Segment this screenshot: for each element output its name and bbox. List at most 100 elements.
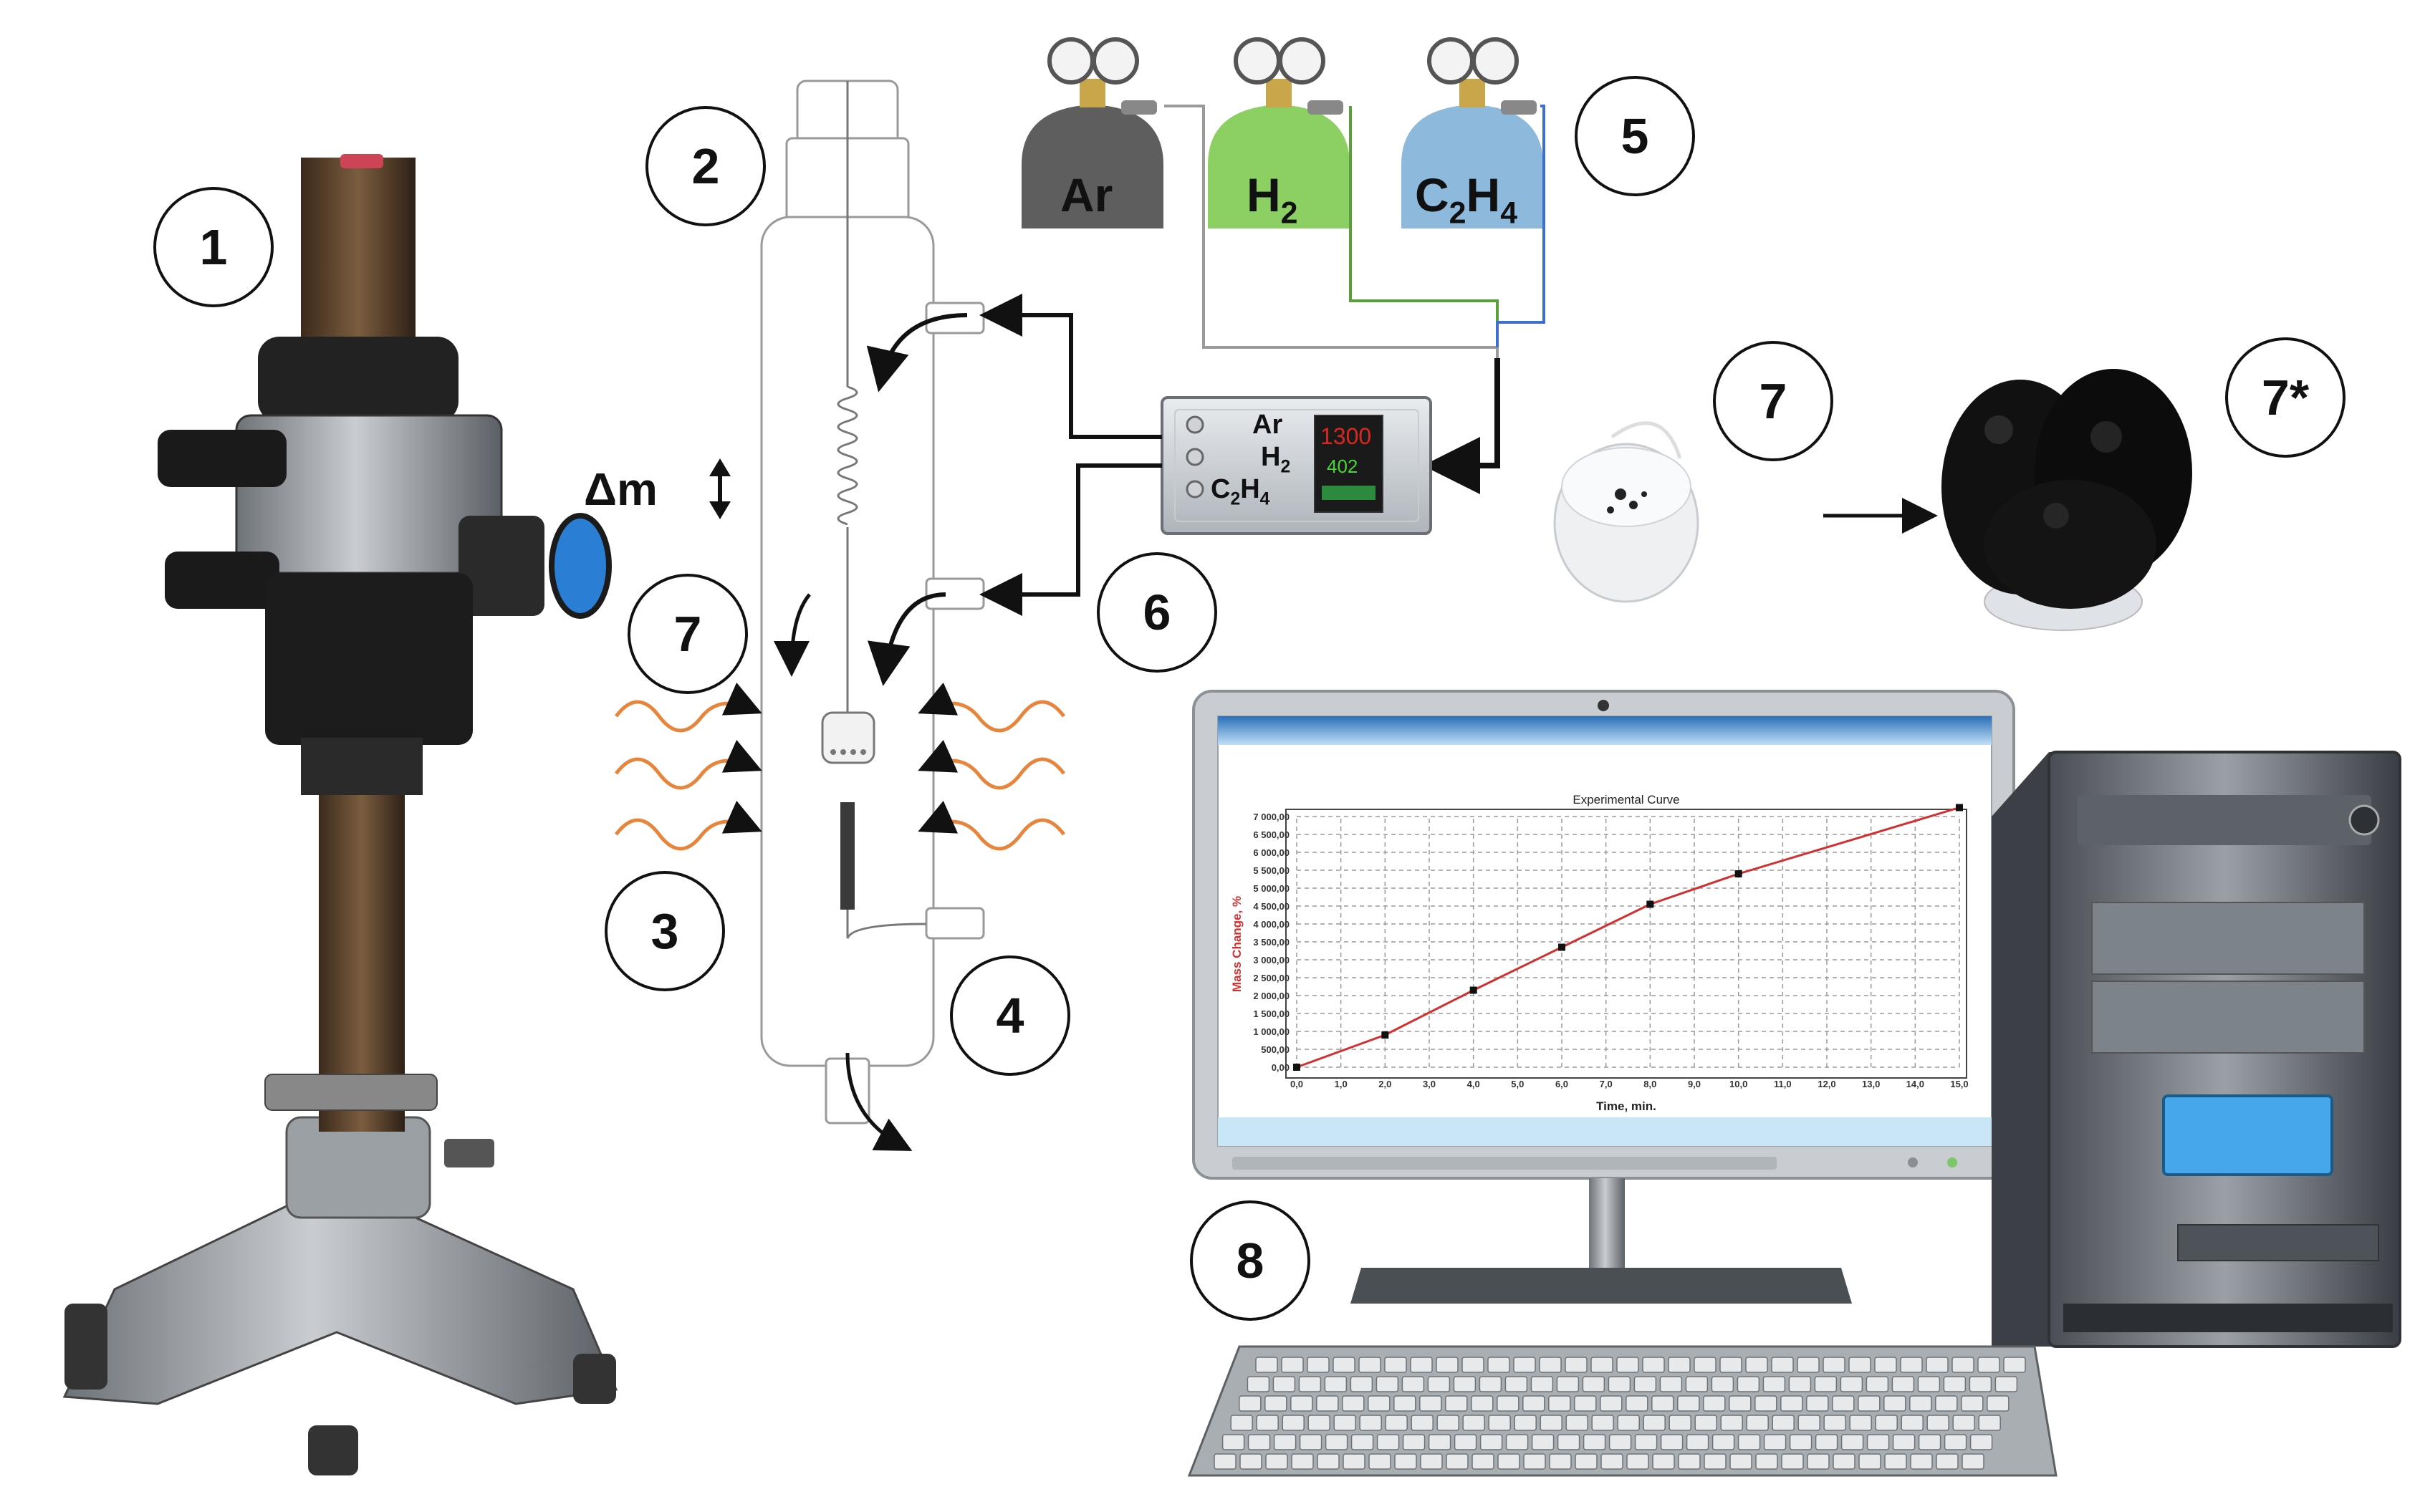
gas-cylinder-label: Ar	[1060, 168, 1113, 221]
keyboard-key	[1600, 1453, 1623, 1470]
chart-xlabel: Time, min.	[1596, 1099, 1656, 1113]
keyboard-key	[1299, 1434, 1322, 1450]
chart-xtick-label: 2,0	[1378, 1079, 1391, 1089]
keyboard-key	[1273, 1434, 1297, 1450]
keyboard-key	[1910, 1453, 1933, 1470]
gas-cylinder-label: H2	[1247, 168, 1298, 231]
keyboard-key	[1419, 1395, 1442, 1412]
keyboard-key	[1626, 1453, 1649, 1470]
chart-ytick-label: 3 000,00	[1253, 955, 1290, 966]
keyboard-key	[1487, 1357, 1510, 1373]
controller-knob-icon	[1186, 415, 1204, 434]
callout-number: 1	[200, 219, 228, 275]
keyboard-key	[1634, 1434, 1658, 1450]
keyboard-key	[1875, 1415, 1898, 1431]
keyboard-key	[1230, 1415, 1253, 1431]
keyboard-key	[1375, 1376, 1399, 1392]
keyboard-key	[1874, 1357, 1897, 1373]
chart-xtick-label: 15,0	[1950, 1079, 1968, 1089]
keyboard-key	[1745, 1357, 1768, 1373]
keyboard-key	[1401, 1376, 1425, 1392]
keyboard-key	[1290, 1395, 1313, 1412]
keyboard-key	[1772, 1415, 1795, 1431]
keyboard-key	[1642, 1357, 1665, 1373]
keyboard-key	[1376, 1434, 1400, 1450]
keyboard-key	[1583, 1434, 1606, 1450]
keyboard-key	[1282, 1415, 1305, 1431]
keyboard-key	[1754, 1395, 1777, 1412]
keyboard-key	[1815, 1434, 1838, 1450]
callout-number: 7*	[2262, 370, 2310, 425]
keyboard-key	[1497, 1395, 1519, 1412]
keyboard-key	[1325, 1434, 1348, 1450]
keyboard-key	[1557, 1434, 1580, 1450]
chart-ytick-label: 2 500,00	[1253, 973, 1290, 983]
chart-xtick-label: 13,0	[1862, 1079, 1880, 1089]
keyboard-key	[1539, 1357, 1562, 1373]
keyboard-key	[1608, 1376, 1631, 1392]
keyboard-key	[1316, 1395, 1339, 1412]
callout-c7-sample: 7	[1713, 341, 1833, 461]
delta-m-label: Δm	[584, 463, 658, 515]
chart-xtick-label: 5,0	[1511, 1079, 1524, 1089]
keyboard-key	[1488, 1415, 1511, 1431]
gas-cylinder-2: C2H4	[1400, 37, 1545, 231]
chart-xtick-label: 3,0	[1423, 1079, 1436, 1089]
keyboard-key	[1256, 1415, 1279, 1431]
chart-ytick-label: 6 000,00	[1253, 847, 1290, 858]
keyboard-key	[1866, 1376, 1889, 1392]
callout-c1: 1	[153, 187, 274, 307]
keyboard-key	[1651, 1395, 1674, 1412]
thermocouple-icon	[840, 802, 855, 910]
keyboard-key	[1892, 1434, 1916, 1450]
delta-m-indicator: Δm	[584, 458, 731, 519]
keyboard-key	[1255, 1357, 1278, 1373]
callout-c3: 3	[605, 871, 725, 991]
keyboard-key	[1737, 1376, 1760, 1392]
keyboard-key	[1600, 1395, 1623, 1412]
callout-c8: 8	[1190, 1200, 1310, 1321]
keyboard-key	[1410, 1357, 1433, 1373]
display-top: 1300	[1320, 423, 1371, 449]
chart-xtick-label: 1,0	[1335, 1079, 1348, 1089]
keyboard-key	[1926, 1357, 1949, 1373]
keyboard-key	[1901, 1415, 1924, 1431]
keyboard-key	[1384, 1357, 1407, 1373]
keyboard-key	[1394, 1453, 1417, 1470]
keyboard-key	[1522, 1395, 1545, 1412]
keyboard-key	[1935, 1395, 1958, 1412]
chart-xtick-label: 4,0	[1467, 1079, 1480, 1089]
chart-ytick-label: 1 500,00	[1253, 1008, 1290, 1019]
keyboard-key	[1514, 1415, 1537, 1431]
keyboard-key	[1548, 1395, 1571, 1412]
keyboard-key	[1497, 1453, 1520, 1470]
keyboard-key	[1977, 1357, 2000, 1373]
keyboard-key	[1385, 1415, 1408, 1431]
keyboard-key	[1393, 1395, 1416, 1412]
keyboard-key	[1436, 1357, 1459, 1373]
chart-xtick-label: 0,0	[1290, 1079, 1303, 1089]
keyboard-key	[1540, 1415, 1562, 1431]
chart-xtick-label: 6,0	[1555, 1079, 1568, 1089]
heat-wave-icon	[615, 682, 762, 733]
keyboard-key	[1575, 1453, 1598, 1470]
keyboard-key	[1944, 1434, 1967, 1450]
pressure-gauge-icon	[1278, 37, 1325, 85]
keyboard-key	[1617, 1415, 1640, 1431]
keyboard-key	[1281, 1357, 1304, 1373]
keyboard-key	[1453, 1376, 1477, 1392]
keyboard-key	[1961, 1395, 1984, 1412]
keyboard-key	[1746, 1415, 1769, 1431]
keyboard-key	[1411, 1415, 1434, 1431]
keyboard-key	[1608, 1434, 1632, 1450]
callout-number: 4	[997, 988, 1024, 1044]
keyboard-key	[1565, 1357, 1588, 1373]
keyboard-key	[1788, 1376, 1812, 1392]
keyboard-key	[1694, 1357, 1717, 1373]
display-bottom: 402	[1327, 456, 1358, 477]
callout-c2: 2	[645, 106, 766, 226]
keyboard-key	[1789, 1434, 1813, 1450]
keyboard-key	[1668, 1357, 1691, 1373]
